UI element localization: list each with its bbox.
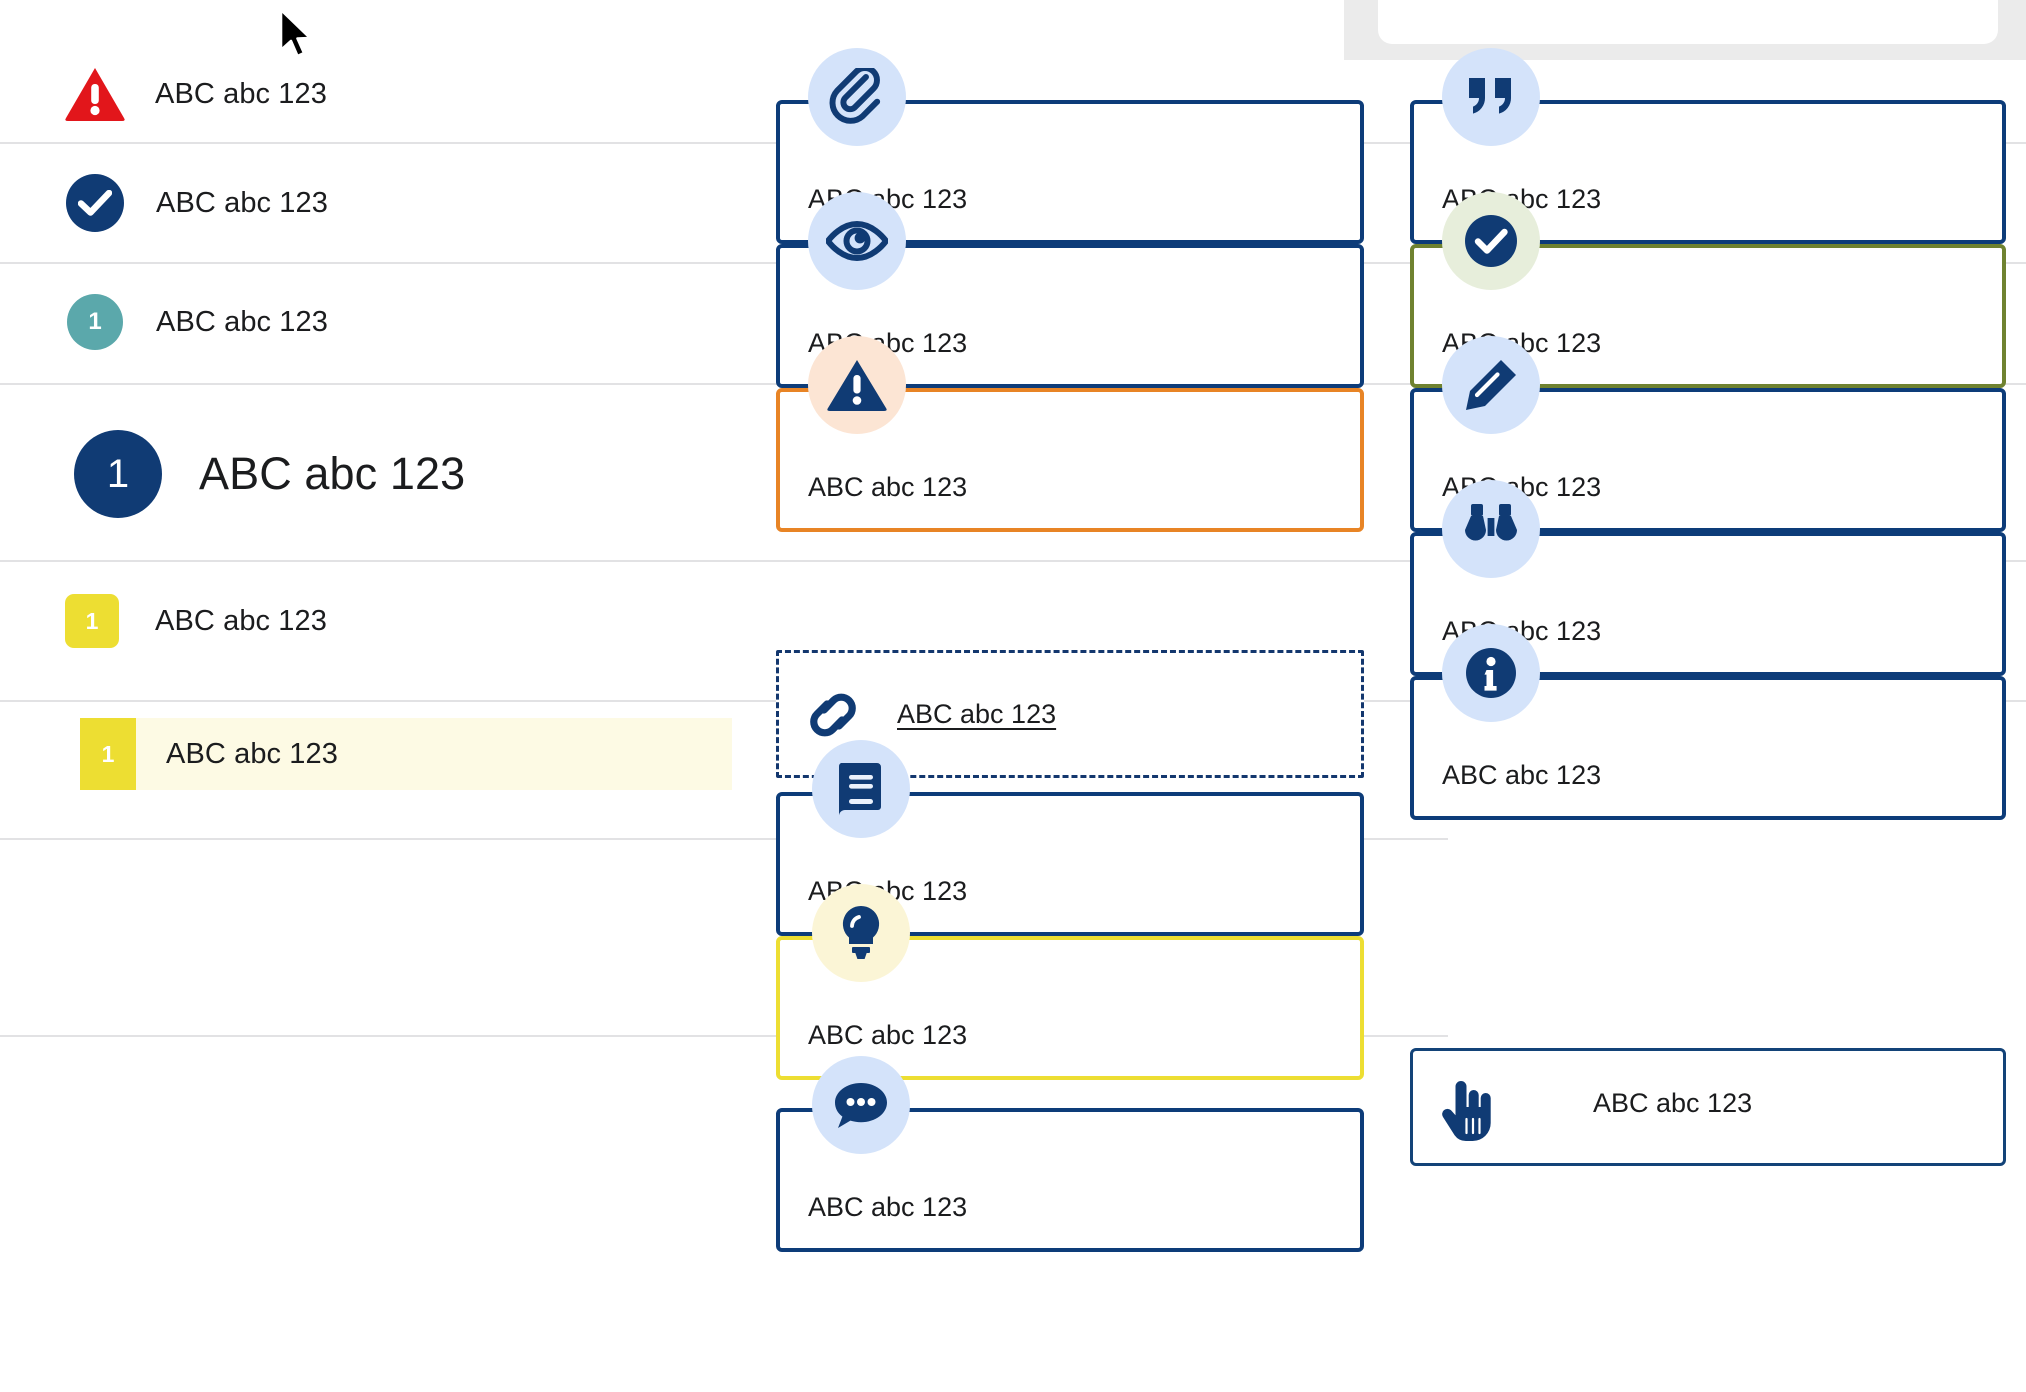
card-label: ABC abc 123 — [808, 1020, 968, 1050]
number-badge-navy: 1 — [74, 430, 162, 518]
mouse-cursor — [278, 8, 318, 67]
list-item-label: ABC abc 123 — [156, 305, 328, 338]
list-item[interactable]: 1 ABC abc 123 — [0, 426, 760, 522]
paperclip-icon — [808, 48, 906, 146]
top-white-panel — [1378, 0, 1998, 44]
card-label: ABC abc 123 — [1593, 1088, 1753, 1118]
warning-triangle-icon — [63, 62, 127, 126]
pointing-hand-icon — [1438, 1076, 1498, 1142]
quote-marks-icon — [1442, 48, 1540, 146]
card-label: ABC abc 123 — [808, 472, 968, 502]
list-item-label: ABC abc 123 — [156, 186, 328, 219]
book-icon — [812, 740, 910, 838]
list-item[interactable]: 1 ABC abc 123 — [0, 593, 760, 649]
link-chain-icon — [802, 690, 864, 740]
info-circle-icon — [1442, 624, 1540, 722]
number-badge-teal: 1 — [67, 294, 123, 350]
list-item-label: ABC abc 123 — [155, 77, 327, 110]
warning-triangle-icon — [808, 336, 906, 434]
card-action[interactable]: ABC abc 123 — [1410, 1048, 2006, 1166]
list-item-label: ABC abc 123 — [166, 737, 338, 770]
list-item-label: ABC abc 123 — [155, 604, 327, 637]
card-label: ABC abc 123 — [808, 1192, 968, 1222]
number-badge-yellow-selected: 1 — [80, 718, 136, 790]
number-badge-yellow: 1 — [65, 594, 119, 648]
divider-rule-7 — [0, 1035, 1448, 1037]
list-item-label: ABC abc 123 — [199, 448, 466, 499]
lightbulb-icon — [812, 884, 910, 982]
list-item-selected[interactable]: 1 ABC abc 123 — [80, 718, 732, 790]
list-item[interactable]: ABC abc 123 — [0, 60, 760, 128]
badge-number: 1 — [106, 451, 130, 496]
pencil-icon — [1442, 336, 1540, 434]
badge-number: 1 — [101, 740, 115, 767]
eye-icon — [808, 192, 906, 290]
badge-number: 1 — [85, 607, 99, 634]
divider-rule-6 — [0, 838, 1448, 840]
badge-number: 1 — [88, 308, 102, 335]
legend-column: ABC abc 123 ABC abc 123 1 ABC abc 123 1 … — [0, 0, 760, 1392]
divider-rule-4 — [0, 560, 2026, 562]
list-item[interactable]: 1 ABC abc 123 — [0, 293, 760, 351]
binoculars-icon — [1442, 480, 1540, 578]
card-label: ABC abc 123 — [1442, 760, 1602, 790]
check-circle-icon — [1442, 192, 1540, 290]
card-link-label[interactable]: ABC abc 123 — [897, 699, 1057, 729]
check-circle-icon — [66, 174, 124, 232]
list-item[interactable]: ABC abc 123 — [0, 172, 760, 234]
comment-bubble-icon — [812, 1056, 910, 1154]
